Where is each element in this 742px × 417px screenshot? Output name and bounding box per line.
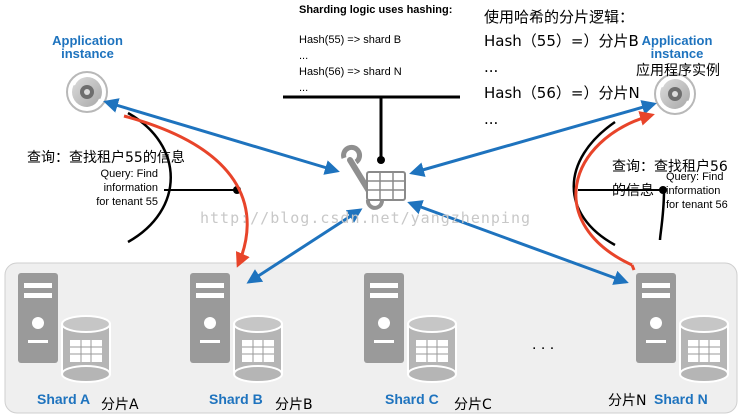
shard-b-server <box>190 273 230 363</box>
query-right-line: for tenant 56 <box>666 199 728 211</box>
shard-b-cn: 分片B <box>275 397 313 413</box>
logic-lines: Hash(55) => shard B ... Hash(56) => shar… <box>299 32 402 96</box>
query-left-line: Query: Find <box>100 168 158 180</box>
app-right-label: Application instance <box>641 33 713 61</box>
logic-title: Sharding logic uses hashing: <box>299 4 453 16</box>
query-left-red-arrow <box>123 114 250 268</box>
shard-n-cn: 分片N <box>608 393 647 409</box>
router-icon <box>341 144 406 210</box>
logic-cn-line: Hash（56）=）分片N <box>484 84 640 102</box>
logic-line: ... <box>299 82 309 94</box>
logic-cn-lines: Hash（55）=）分片B ... Hash（56）=）分片N ... <box>484 28 640 132</box>
logic-line: Hash(56) => shard N <box>299 66 402 78</box>
query-right-line: information <box>666 185 721 197</box>
arrow-router-shard-n <box>407 200 629 285</box>
query-left-en: Query: Find information for tenant 55 <box>40 167 158 209</box>
shard-b-label: Shard B <box>209 391 263 407</box>
logic-cn-line: ... <box>484 58 499 76</box>
shard-a-label: Shard A <box>37 391 91 407</box>
query-left-cn: 查询：查找租户55的信息 <box>27 150 185 166</box>
logic-cn-line: Hash（55）=）分片B <box>484 32 639 50</box>
shard-c-label: Shard C <box>385 391 439 407</box>
query-right-black-tail <box>658 189 666 241</box>
arrow-router-shard-b <box>246 208 363 284</box>
shard-n-db <box>679 315 729 383</box>
logic-cn-line: ... <box>484 110 499 128</box>
watermark: http://blog.csdn.net/yangzhenping <box>200 209 532 227</box>
shard-c-cn: 分片C <box>454 397 492 413</box>
ellipsis: . . . <box>532 336 555 353</box>
shard-a-server <box>18 273 58 363</box>
arrow-app-left-router <box>103 98 340 175</box>
logic-line: Hash(55) => shard B <box>299 34 402 46</box>
query-right-cn-2: 的信息 <box>612 183 654 199</box>
query-left-line: information <box>103 182 158 194</box>
logic-line: ... <box>299 50 309 62</box>
arrow-app-right-router <box>409 100 657 177</box>
shard-c-server <box>364 273 404 363</box>
query-right-line: Query: Find <box>666 171 724 183</box>
query-left-line: for tenant 55 <box>96 196 158 208</box>
app-right-icon <box>654 73 696 115</box>
query-right-red-arrow <box>574 111 655 267</box>
shard-a-cn: 分片A <box>101 397 139 413</box>
query-right-en: Query: Find information for tenant 56 <box>666 170 741 212</box>
shard-n-label: Shard N <box>654 391 708 407</box>
logic-stem-dot <box>377 156 385 164</box>
app-right-cn-label: 应用程序实例 <box>636 63 720 79</box>
query-right-curve <box>572 120 616 247</box>
shard-c-db <box>407 315 457 383</box>
query-left-curve <box>127 111 172 244</box>
app-left-label: Application instance <box>52 33 123 61</box>
shard-n-server <box>636 273 676 363</box>
logic-cn-title: 使用哈希的分片逻辑： <box>484 8 635 26</box>
app-left-icon <box>66 71 108 113</box>
shard-b-db <box>233 315 283 383</box>
shard-a-db <box>61 315 111 383</box>
query-right-cn-1: 查询：查找租户56 <box>612 159 728 175</box>
